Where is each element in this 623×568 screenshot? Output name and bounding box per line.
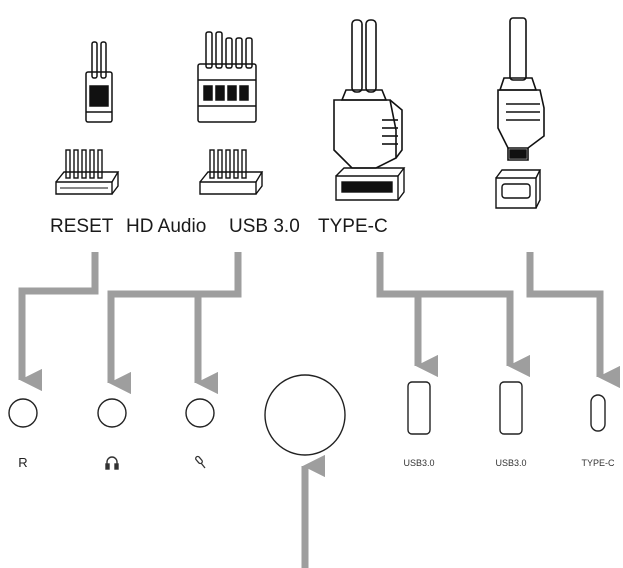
hd-audio-header-icon: [199, 149, 264, 195]
connector-label-usb30: USB 3.0: [229, 216, 300, 237]
port-label-usb-2: USB3.0: [495, 458, 527, 468]
power-button: [264, 374, 346, 456]
typec-plug-icon: [497, 17, 545, 161]
usb30-plug-icon: [333, 19, 403, 169]
connector-label-reset: RESET: [50, 216, 114, 237]
arrow-usb-1: [376, 252, 531, 378]
port-label-typec: TYPE-C: [581, 458, 615, 468]
arrow-reset: [18, 252, 99, 392]
connector-label-hd-audio: HD Audio: [126, 216, 207, 237]
typec-header-icon: [495, 169, 542, 209]
microphone-icon: [195, 455, 206, 469]
arrow-typec: [526, 252, 621, 389]
headphone-jack: [97, 398, 127, 428]
reset-plug-icon: [85, 41, 113, 123]
usb-port-1: [407, 381, 431, 435]
headphone-icon: [105, 456, 119, 470]
usb-port-2: [499, 381, 523, 435]
hd-audio-plug-icon: [197, 31, 257, 123]
connector-arrows: [18, 252, 621, 568]
front-panel: [8, 374, 606, 456]
arrow-headphone: [107, 252, 242, 395]
microphone-jack: [185, 398, 215, 428]
typec-port: [590, 394, 606, 432]
usb30-header-icon: [335, 167, 406, 201]
reset-button: [8, 398, 38, 428]
connector-label-typec: TYPE-C: [318, 216, 388, 237]
port-label-reset: R: [18, 455, 28, 470]
reset-header-icon: [55, 149, 120, 195]
port-label-usb-1: USB3.0: [403, 458, 435, 468]
